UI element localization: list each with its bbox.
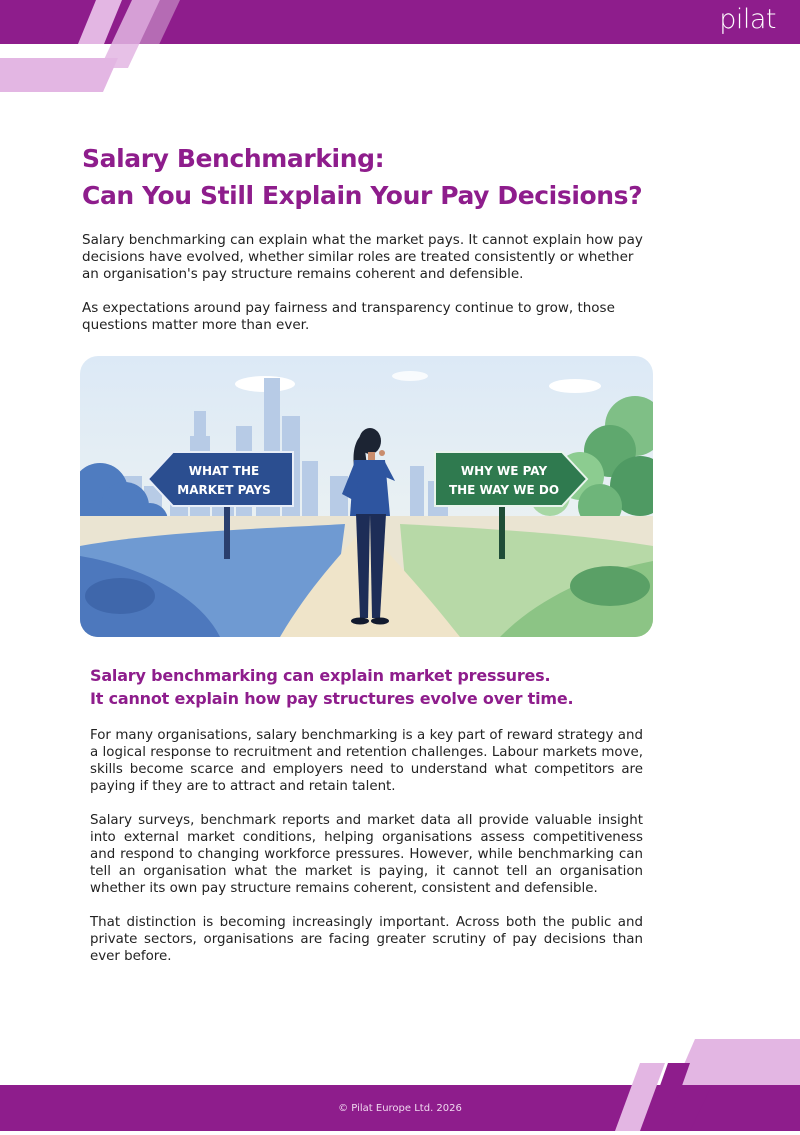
top-banner: pilat: [0, 0, 800, 92]
body-section: For many organisations, salary benchmark…: [90, 727, 643, 982]
bottom-banner: © Pilat Europe Ltd. 2026: [0, 1039, 800, 1131]
intro-paragraph-1: Salary benchmarking can explain what the…: [82, 232, 643, 282]
body-paragraph-2: Salary surveys, benchmark reports and ma…: [90, 813, 643, 896]
bottom-banner-graphic: [0, 1039, 800, 1131]
subheading-line-1: Salary benchmarking can explain market p…: [90, 666, 551, 685]
intro-paragraph-2: As expectations around pay fairness and …: [82, 300, 615, 333]
right-sign-line-1: WHY WE PAY: [461, 464, 548, 478]
left-sign-line-1: WHAT THE: [189, 464, 259, 478]
body-paragraph-1: For many organisations, salary benchmark…: [90, 728, 643, 794]
subheading-line-2: It cannot explain how pay structures evo…: [90, 689, 574, 708]
crossroads-scene: WHAT THE MARKET PAYS WHY WE PAY THE WAY …: [80, 356, 653, 637]
footer-copyright: © Pilat Europe Ltd. 2026: [338, 1103, 462, 1114]
title-line-2: Can You Still Explain Your Pay Decisions…: [82, 181, 643, 210]
person-figure: [342, 428, 395, 625]
top-banner-graphic: [0, 0, 800, 92]
intro-section: Salary benchmarking can explain what the…: [82, 232, 652, 351]
page-title: Salary Benchmarking: Can You Still Expla…: [82, 140, 722, 214]
body-paragraph-3: That distinction is becoming increasingl…: [90, 915, 643, 964]
left-sign-line-2: MARKET PAYS: [177, 483, 271, 497]
section-subheading: Salary benchmarking can explain market p…: [90, 664, 710, 710]
left-sign: WHAT THE MARKET PAYS: [146, 451, 294, 507]
crossroads-illustration: WHAT THE MARKET PAYS WHY WE PAY THE WAY …: [80, 356, 653, 637]
brand-logo: pilat: [719, 4, 776, 35]
right-sign: WHY WE PAY THE WAY WE DO: [434, 451, 589, 507]
right-sign-line-2: THE WAY WE DO: [449, 483, 559, 497]
title-line-1: Salary Benchmarking:: [82, 144, 385, 173]
